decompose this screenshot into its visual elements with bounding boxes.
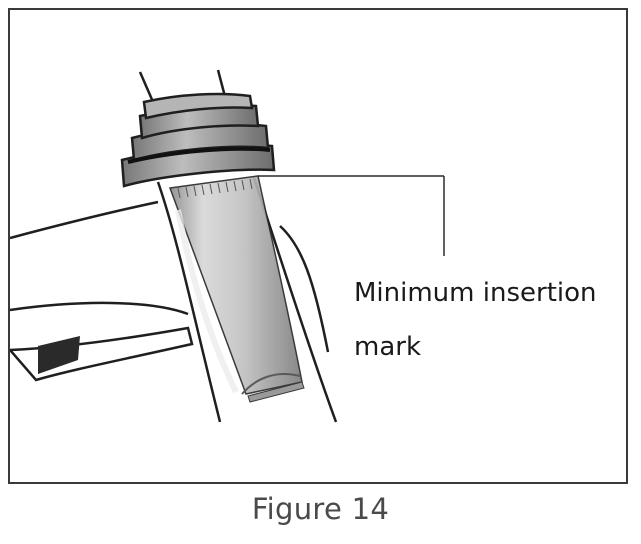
figure-caption: Figure 14 bbox=[251, 492, 390, 526]
callout-leader-line bbox=[258, 175, 445, 256]
seat-clamp-collar bbox=[120, 92, 276, 188]
bicycle-seatpost-illustration bbox=[10, 69, 445, 423]
minimum-insertion-mark bbox=[177, 178, 253, 199]
inserted-post bbox=[168, 175, 305, 403]
callout-label-line-2: mark bbox=[354, 332, 422, 362]
callout-label: Minimum insertion mark bbox=[354, 266, 597, 374]
lower-tube bbox=[10, 326, 194, 382]
callout-label-line-1: Minimum insertion bbox=[354, 278, 597, 308]
figure-frame: Minimum insertion mark bbox=[8, 8, 628, 484]
top-tube bbox=[10, 200, 189, 316]
